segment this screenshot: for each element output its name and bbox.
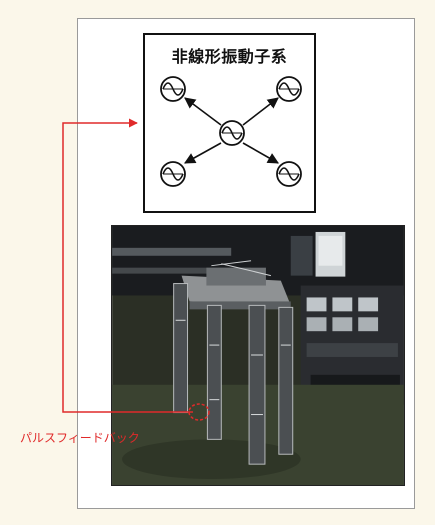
- oscillator-center-icon: [219, 120, 245, 146]
- arrow-top-right: [242, 97, 279, 126]
- quadruped-robot-photo: [111, 225, 405, 486]
- oscillator-bottom-left-icon: [160, 161, 186, 187]
- robot-body: [181, 260, 291, 310]
- oscillator-title: 非線形振動子系: [171, 47, 288, 66]
- arrow-bottom-right: [242, 142, 279, 164]
- oscillator-bottom-right-icon: [276, 161, 302, 187]
- arrow-bottom-left: [184, 142, 222, 164]
- pulse-feedback-label: パルスフィードバック: [20, 431, 140, 445]
- oscillator-top-left-icon: [160, 76, 186, 102]
- oscillator-network: [160, 76, 302, 187]
- arrow-top-left: [184, 97, 222, 126]
- oscillator-panel: 非線形振動子系: [143, 33, 316, 213]
- oscillator-top-right-icon: [276, 76, 302, 102]
